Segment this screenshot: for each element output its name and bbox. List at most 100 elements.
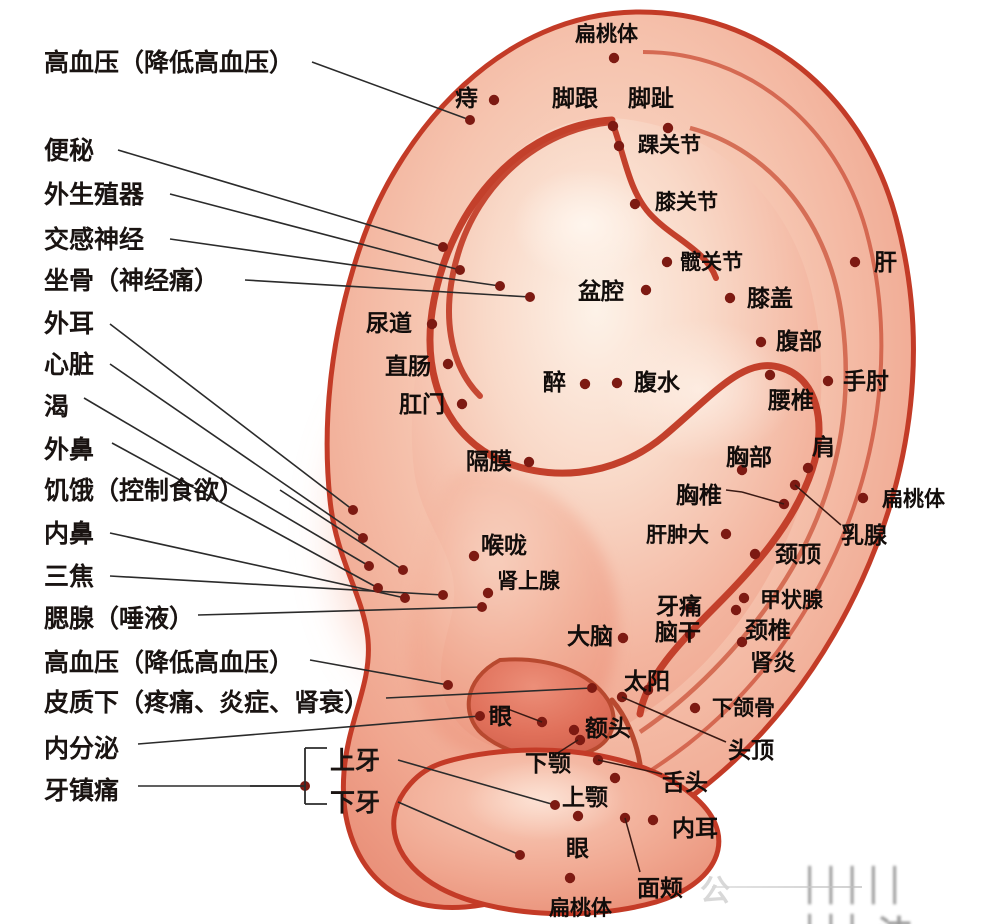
ear-point-label-brainstem: 脑干: [655, 620, 701, 646]
ear-point-label-neck-nape: 颈顶: [775, 542, 821, 568]
leader-endpoint-hypertension-top: [465, 115, 475, 125]
tooth-bracket: [250, 747, 327, 805]
acupoint-dot-inner-ear: [647, 814, 659, 826]
connector-thoracic: [741, 491, 785, 505]
ear-point-label-temple: 太阳: [624, 669, 670, 695]
ear-point-label-forehead: 额头: [585, 716, 631, 742]
left-label-hunger: 饥饿（控制食欲）: [44, 476, 245, 505]
ear-point-label-chest: 胸部: [726, 445, 772, 471]
leader-line-subcortex: [385, 687, 593, 699]
acupoint-dot-tonsil-bottom: [564, 872, 576, 884]
leader-line-sympathetic: [169, 238, 501, 287]
leader-line-external-nose: [111, 442, 379, 589]
leader-line-constipation: [117, 149, 444, 248]
connector-thoracic-2: [725, 489, 743, 493]
acupoint-dot-rectum: [442, 358, 454, 370]
ear-point-label-abdomen: 腹部: [776, 329, 822, 355]
tooth-leader-upper: [397, 759, 556, 806]
leader-endpoint-hunger: [398, 565, 408, 575]
acupoint-dot-brain: [617, 632, 629, 644]
ear-point-label-anus: 肛门: [399, 392, 445, 418]
ear-point-label-cervical: 颈椎: [745, 618, 791, 644]
connector-mammary: [794, 484, 842, 526]
ear-point-label-eye-2: 眼: [566, 836, 589, 862]
connector-tongue: [597, 759, 663, 775]
lobe-highlight: [465, 760, 625, 840]
ear-point-label-hemorrhoid: 痔: [455, 86, 478, 112]
acupoint-dot-anus: [456, 398, 468, 410]
connector-eye-1: [504, 707, 543, 723]
acupoint-dot-knee-joint: [629, 198, 641, 210]
ear-point-label-cheek: 面颊: [637, 876, 683, 902]
ear-point-label-kneecap: 膝盖: [747, 286, 793, 312]
acupoint-dot-toe: [662, 122, 674, 134]
acupoint-dot-tonsil-top: [608, 52, 620, 64]
acupoint-dot-kneecap: [724, 292, 736, 304]
watermark-text: ⏐⏐⏐⏐⏐ ⏐⏐⏐ 沫: [800, 866, 912, 924]
ear-point-label-brain: 大脑: [567, 624, 613, 650]
ear-point-label-lumbar: 腰椎: [768, 388, 814, 414]
ear-point-label-hip-joint: 髋关节: [680, 250, 743, 274]
left-label-endocrine: 内分泌: [44, 734, 120, 763]
acupoint-dot-temple: [642, 684, 654, 696]
acupoint-dot-thyroid: [738, 592, 750, 604]
helix-inner-rim: [551, 50, 884, 826]
leader-line-outer-ear: [109, 323, 354, 511]
watermark-logo: 公: [700, 874, 730, 909]
tooth-label-upper: 上牙: [330, 746, 381, 775]
leader-endpoint-thirst: [364, 561, 374, 571]
ear-point-label-inner-ear: 内耳: [672, 816, 718, 842]
left-label-inner-nose: 内鼻: [44, 519, 95, 548]
left-label-subcortex: 皮质下（疼痛、炎症、肾衰）: [44, 688, 370, 717]
tooth-label-lower: 下牙: [330, 788, 381, 817]
acupoint-dot-chest: [736, 464, 748, 476]
ear-point-label-toe: 脚趾: [628, 86, 674, 112]
leader-line-heart: [109, 363, 364, 539]
leader-line-triple-burner: [109, 575, 444, 596]
acupoint-dot-mandible: [689, 702, 701, 714]
acupoint-dot-nephritis: [736, 636, 748, 648]
acupoint-dot-pelvis: [640, 284, 652, 296]
ear-point-label-elbow: 手肘: [843, 369, 889, 395]
leader-endpoint-constipation: [438, 242, 448, 252]
left-label-hypertension-low: 高血压（降低高血压）: [44, 648, 295, 677]
ear-point-label-urethra: 尿道: [366, 311, 412, 337]
leader-endpoint-external-genital: [455, 265, 465, 275]
acupoint-dot-cervical: [730, 604, 742, 616]
ear-point-label-diaphragm: 隔膜: [466, 449, 512, 475]
acupoint-dot-brainstem: [684, 628, 696, 640]
leader-line-hunger: [279, 489, 404, 571]
ear-point-label-throat: 喉咙: [481, 533, 527, 559]
intertragic-notch: [609, 697, 643, 767]
ear-point-label-rectum: 直肠: [385, 354, 431, 380]
connector-cheek: [624, 817, 641, 873]
acupoint-dot-drunk: [579, 378, 591, 390]
acupoint-dot-forehead: [568, 724, 580, 736]
acupoint-dot-eye-2: [572, 810, 584, 822]
left-label-thirst: 渴: [44, 392, 70, 421]
connector-vertex: [621, 696, 727, 743]
left-label-external-nose: 外鼻: [44, 435, 95, 464]
leader-line-inner-nose: [109, 532, 406, 599]
connector-lower-jaw: [552, 739, 579, 757]
left-label-parotid: 腮腺（唾液）: [44, 604, 195, 633]
acupoint-dot-abdomen: [755, 336, 767, 348]
leader-line-parotid: [197, 606, 483, 616]
ear-point-label-knee-joint: 膝关节: [655, 190, 718, 214]
leader-endpoint-subcortex: [587, 683, 597, 693]
leader-endpoint-outer-ear: [348, 505, 358, 515]
acupoint-dot-tonsil-right: [857, 492, 869, 504]
acupoint-dot-throat: [468, 550, 480, 562]
ear-point-label-eye-1: 眼: [489, 704, 512, 730]
leader-endpoint-hypertension-low: [443, 680, 453, 690]
leader-endpoint-heart: [358, 533, 368, 543]
ear-point-label-tongue: 舌头: [662, 770, 708, 796]
ear-point-label-ascites: 腹水: [634, 370, 680, 396]
leader-endpoint-dots: [300, 115, 597, 860]
acupoint-dot-urethra: [426, 318, 438, 330]
acupoint-dot-lower-jaw: [574, 734, 586, 746]
ear-point-label-lower-jaw: 下颚: [525, 751, 571, 777]
left-label-constipation: 便秘: [44, 136, 95, 165]
ear-point-label-vertex: 头顶: [728, 738, 774, 764]
fossa-highlight: [513, 169, 657, 281]
